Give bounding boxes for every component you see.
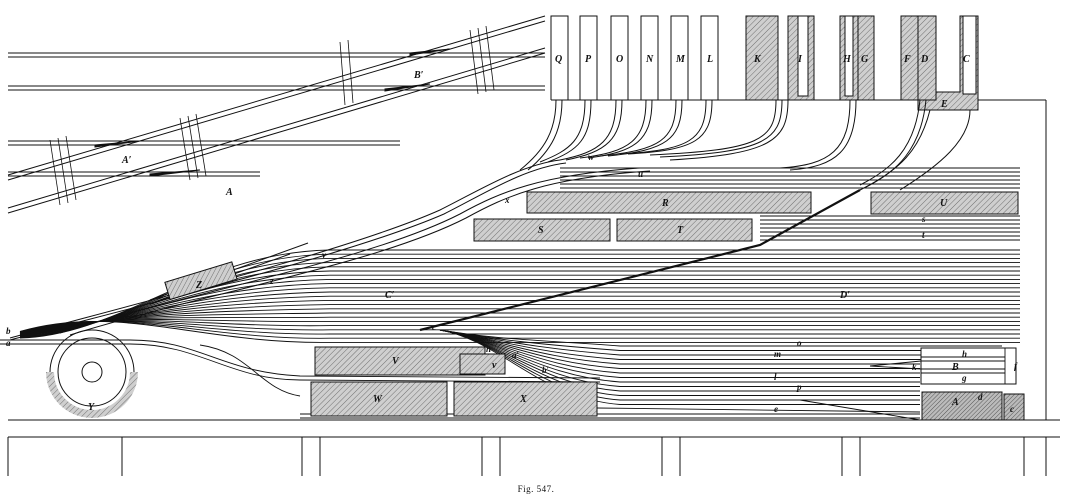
svg-text:x: x xyxy=(504,195,510,205)
svg-text:a: a xyxy=(6,338,11,348)
svg-text:c: c xyxy=(1010,404,1014,414)
svg-text:U: U xyxy=(940,198,948,209)
svg-text:w: w xyxy=(588,152,595,162)
svg-text:P: P xyxy=(585,54,592,65)
building-x xyxy=(453,381,598,417)
svg-text:e: e xyxy=(774,404,778,414)
junction-inset xyxy=(7,15,546,214)
building-w xyxy=(310,381,448,417)
building-labels: R S T U V v W X Z Y A B c xyxy=(88,198,1014,414)
svg-text:f: f xyxy=(1014,361,1018,371)
house-e-label: E xyxy=(940,99,948,110)
svg-text:B: B xyxy=(951,362,959,373)
svg-text:Y: Y xyxy=(88,402,95,413)
svg-text:N: N xyxy=(645,54,654,65)
svg-text:t: t xyxy=(922,230,925,240)
svg-text:g: g xyxy=(961,373,967,383)
svg-text:C′: C′ xyxy=(385,290,395,301)
svg-text:A: A xyxy=(951,397,959,408)
svg-text:l: l xyxy=(774,372,777,382)
svg-text:s: s xyxy=(921,214,926,224)
svg-text:K: K xyxy=(753,54,762,65)
svg-text:O: O xyxy=(616,54,623,65)
svg-text:b: b xyxy=(6,326,11,336)
svg-text:c: c xyxy=(432,322,436,332)
stall-leads xyxy=(519,99,971,191)
svg-text:a′: a′ xyxy=(512,350,520,360)
svg-text:D: D xyxy=(920,54,928,65)
building-t xyxy=(616,218,753,242)
svg-text:m: m xyxy=(774,349,781,359)
main-diagonals xyxy=(9,109,931,341)
svg-text:R: R xyxy=(661,198,669,209)
svg-text:T: T xyxy=(677,225,684,236)
building-u xyxy=(870,191,1019,215)
svg-text:F: F xyxy=(903,54,911,65)
svg-text:D′: D′ xyxy=(839,290,850,301)
svg-text:p: p xyxy=(796,382,802,392)
svg-text:z: z xyxy=(269,276,274,286)
building-a-shed xyxy=(921,391,1003,421)
street-blocks xyxy=(7,419,1060,476)
svg-text:v: v xyxy=(492,360,497,371)
svg-text:I: I xyxy=(797,54,803,65)
platform-b-tracks xyxy=(869,348,1006,384)
svg-text:Q: Q xyxy=(555,54,562,65)
svg-text:C: C xyxy=(963,54,970,65)
building-r xyxy=(526,191,812,214)
yard-plan: A′ A B′ Q P O N M L K I H G F D xyxy=(0,15,1060,476)
building-v xyxy=(314,346,486,376)
svg-text:S: S xyxy=(538,225,544,236)
svg-text:b′: b′ xyxy=(542,365,550,375)
stall-hatched-blocks xyxy=(745,15,979,111)
figure-caption: Fig. 547. xyxy=(517,484,555,494)
svg-text:W: W xyxy=(373,394,383,405)
stall-labels: Q P O N M L K I H G F D C E xyxy=(555,54,970,110)
svg-text:V: V xyxy=(392,356,400,367)
building-b-platform xyxy=(920,347,1017,385)
svg-text:H: H xyxy=(842,54,852,65)
svg-text:u: u xyxy=(638,169,643,179)
svg-text:G: G xyxy=(861,54,869,65)
svg-text:L: L xyxy=(706,54,713,65)
svg-text:h: h xyxy=(962,349,967,359)
turntable-y xyxy=(0,329,138,418)
svg-text:d: d xyxy=(978,392,983,402)
inset-label-a: A xyxy=(225,187,233,198)
building-z xyxy=(164,261,238,301)
building-v-small xyxy=(459,353,506,375)
svg-text:X: X xyxy=(519,394,527,405)
svg-text:Z: Z xyxy=(195,280,202,291)
svg-text:M: M xyxy=(675,54,686,65)
buildings xyxy=(164,191,1025,421)
building-s xyxy=(473,218,611,242)
building-c-box xyxy=(1003,393,1025,421)
inset-label-a-prime: A′ xyxy=(121,155,132,166)
svg-text:o: o xyxy=(797,338,802,348)
svg-text:v: v xyxy=(322,250,327,260)
inset-label-b-prime: B′ xyxy=(413,70,424,81)
yard-labels: w u x s t v z C′ D′ b a c n a′ b′ o m l … xyxy=(6,152,1018,414)
svg-text:k: k xyxy=(912,362,917,372)
svg-text:n: n xyxy=(486,344,491,354)
